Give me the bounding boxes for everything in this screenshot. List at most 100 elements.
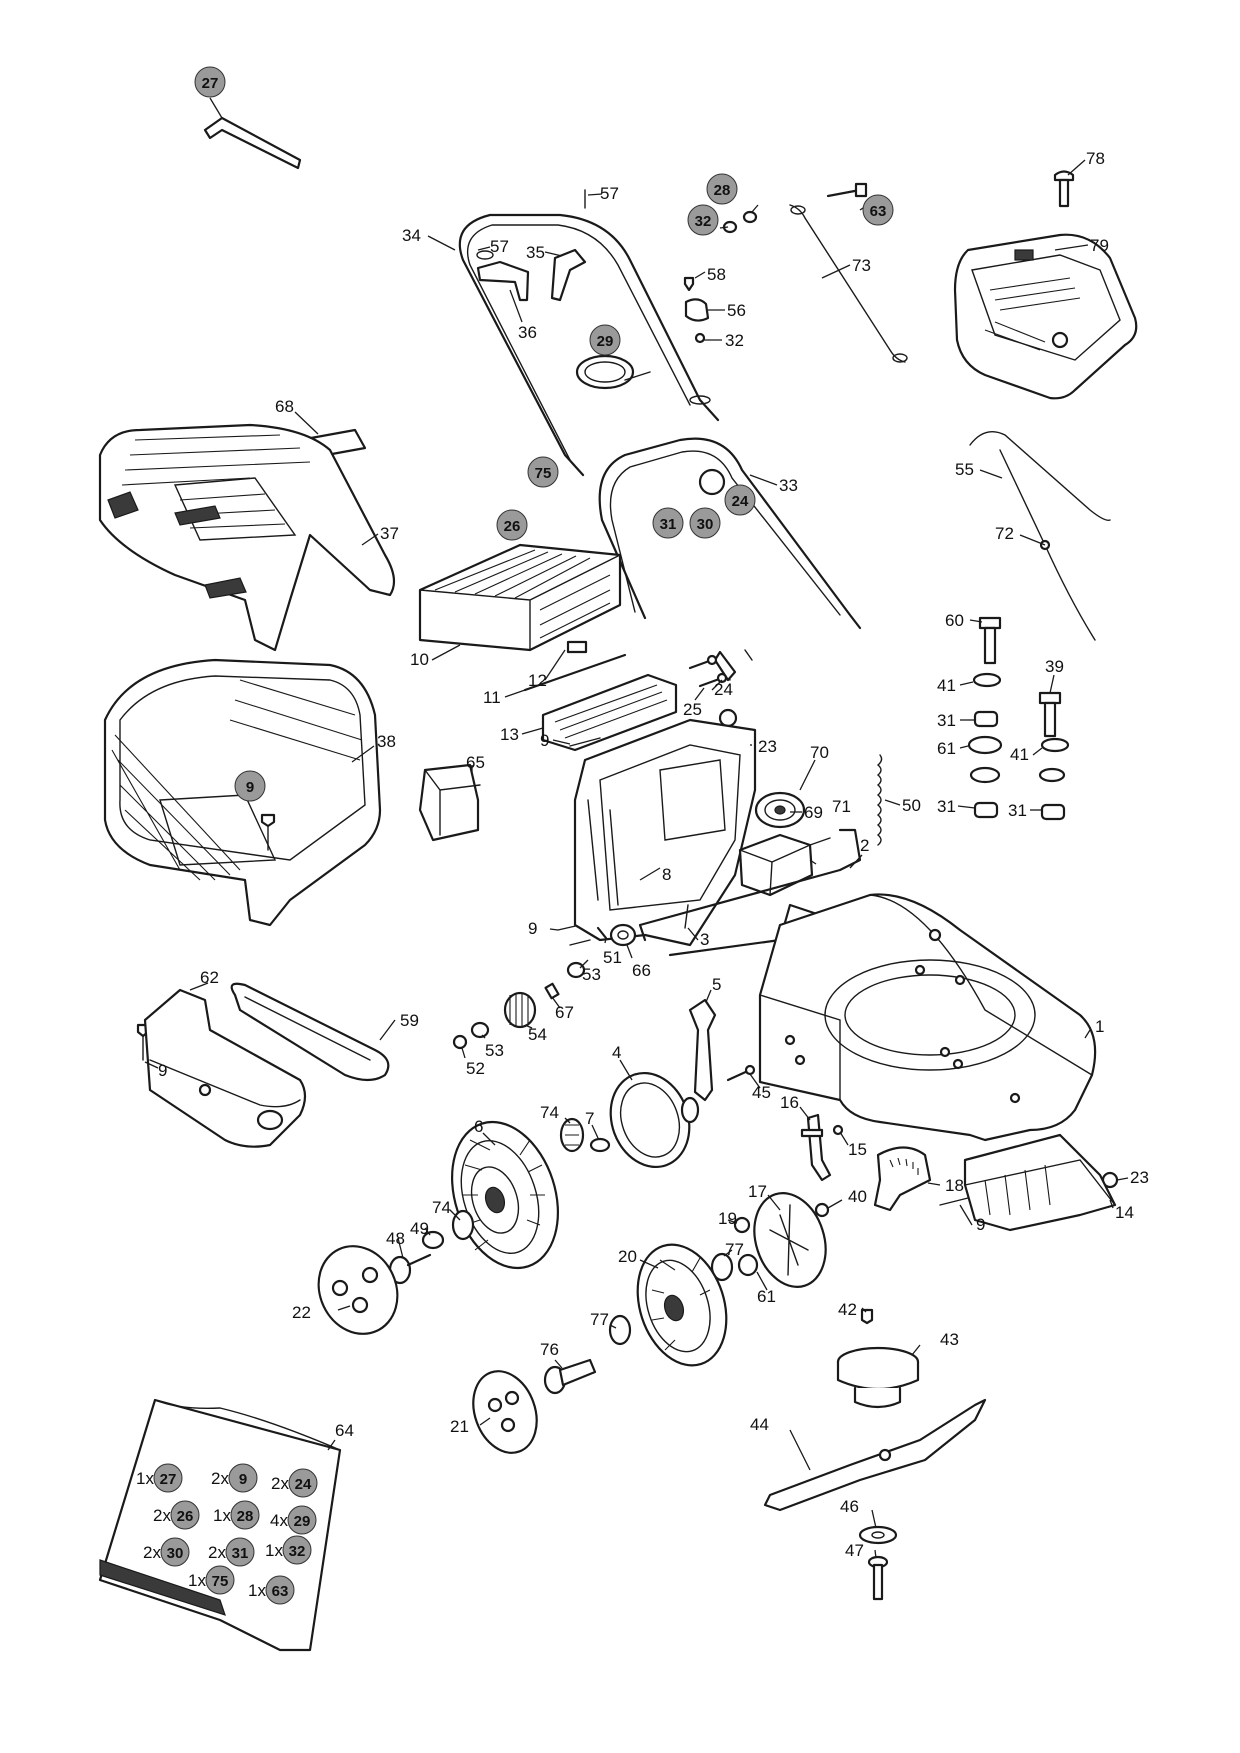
label-50: 50 [902,796,921,815]
label-9: 9 [976,1215,985,1234]
part-62-belt-guard [143,988,307,1148]
label-4: 4 [612,1043,621,1062]
part-77-gear [608,1252,734,1346]
svg-text:29: 29 [294,1513,311,1530]
part-79-engine-cover [953,233,1138,400]
svg-text:32: 32 [695,213,712,230]
label-36: 36 [518,323,537,342]
label-7: 7 [585,1109,594,1128]
part-labels: 57 57 34 35 36 58 56 32 73 78 79 68 37 3… [158,149,1149,1560]
svg-text:28: 28 [714,182,731,199]
label-62: 62 [200,968,219,987]
callout-75: 75 [527,456,559,488]
label-31: 31 [937,797,956,816]
label-54: 54 [528,1025,547,1044]
label-14: 14 [1115,1203,1134,1222]
svg-text:2x: 2x [153,1506,171,1525]
label-3: 3 [700,930,709,949]
svg-text:63: 63 [272,1583,289,1600]
part-11-rod [523,653,627,692]
callout-28: 28 [706,173,738,205]
part-67-key [544,982,560,1000]
svg-text:1x: 1x [265,1541,283,1560]
label-61: 61 [937,739,956,758]
part-48-bolt [388,1253,432,1285]
label-35: 35 [526,243,545,262]
kit-item: 1x 63 [248,1575,295,1605]
part-41-washer [972,672,1070,753]
part-40-nut [814,1202,830,1218]
part-56-knob [684,298,710,322]
label-55: 55 [955,460,974,479]
part-53-washer [470,961,586,1039]
label-60: 60 [945,611,964,630]
callout-29: 29 [589,324,621,356]
callout-31: 31 [652,507,684,539]
label-6: 6 [474,1117,483,1136]
label-43: 43 [940,1330,959,1349]
label-9: 9 [158,1061,167,1080]
svg-text:27: 27 [202,75,219,92]
label-10: 10 [410,650,429,669]
svg-text:32: 32 [289,1543,306,1560]
part-45-bolt [726,1064,756,1082]
label-1: 1 [1095,1017,1104,1036]
part-4-wheel-flange [609,1071,700,1169]
label-48: 48 [386,1229,405,1248]
part-5-bracket [688,998,717,1102]
kit-item: 1x 28 [213,1500,260,1530]
part-51-key [596,926,608,940]
part-28-washer [742,210,758,224]
part-31-spacer [973,710,1066,821]
label-13: 13 [500,725,519,744]
part-59-belt [230,982,390,1082]
label-68: 68 [275,397,294,416]
part-50-spring [876,754,883,846]
label-8: 8 [662,865,671,884]
svg-text:2x: 2x [271,1474,289,1493]
part-61-front-washer [737,1253,759,1277]
label-32: 32 [725,331,744,350]
label-58: 58 [707,265,726,284]
kit-item: 2x 30 [143,1537,190,1567]
label-5: 5 [712,975,721,994]
part-drawings [98,116,1138,1652]
svg-text:1x: 1x [136,1469,154,1488]
label-45: 45 [752,1083,771,1102]
label-73: 73 [852,256,871,275]
kit-item: 2x 31 [208,1537,255,1567]
svg-text:31: 31 [660,516,677,533]
part-14-rear-flap [963,1133,1117,1232]
callout-9: 9 [234,770,266,802]
svg-text:75: 75 [212,1573,229,1590]
label-23: 23 [1130,1168,1149,1187]
part-61-washer [967,735,1066,784]
label-59: 59 [400,1011,419,1030]
part-54-gear [503,991,537,1029]
part-20-front-wheel [636,1243,728,1367]
svg-text:24: 24 [295,1476,312,1493]
callout-27: 27 [194,66,226,98]
label-31: 31 [937,711,956,730]
part-47-bolt [867,1555,889,1601]
svg-text:31: 31 [232,1545,249,1562]
svg-text:1x: 1x [188,1571,206,1590]
label-47: 47 [845,1541,864,1560]
kit-item: 1x 32 [265,1535,312,1565]
part-21-hubcap [472,1370,538,1454]
kit-item: 1x 75 [188,1565,235,1595]
label-57: 57 [600,184,619,203]
label-76: 76 [540,1340,559,1359]
svg-text:75: 75 [535,465,552,482]
callout-63: 63 [862,194,894,226]
callout-24: 24 [724,484,756,516]
label-64: 64 [335,1421,354,1440]
svg-text:24: 24 [732,493,749,510]
svg-text:9: 9 [239,1471,247,1488]
part-7-washer [589,1137,611,1153]
shaded-callouts: 27 28 32 63 29 75 26 31 [194,66,894,802]
part-58-screw [683,276,695,292]
part-12-clip [566,640,588,654]
label-21: 21 [450,1417,469,1436]
label-69: 69 [804,803,823,822]
